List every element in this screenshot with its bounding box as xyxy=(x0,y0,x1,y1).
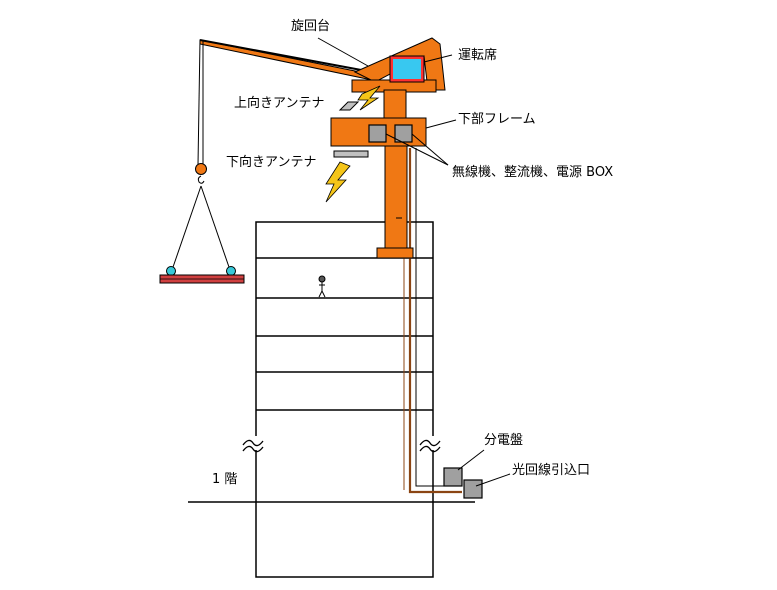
break-mark-right xyxy=(418,436,444,453)
cab-window xyxy=(393,59,421,79)
lightning-bolt-icon xyxy=(357,85,381,111)
leader-lines xyxy=(317,37,511,487)
crane-base xyxy=(376,247,414,259)
hook-icon xyxy=(197,175,205,184)
upper-mast xyxy=(383,89,407,121)
load-ball xyxy=(226,266,236,276)
tower-crane xyxy=(199,37,446,259)
lightning-bolt-icon xyxy=(325,161,351,203)
label-antenna-up: 上向きアンテナ xyxy=(234,95,324,111)
label-panel: 分電盤 xyxy=(484,433,523,448)
fiber-inlet-box xyxy=(463,479,483,499)
label-first-floor: 1 階 xyxy=(212,472,237,487)
rectifier-box xyxy=(394,124,413,143)
worker-figure-icon xyxy=(318,275,326,298)
label-fiber-inlet: 光回線引込口 xyxy=(512,462,590,478)
building-outline xyxy=(255,221,434,578)
antenna-down xyxy=(325,150,369,203)
crane-hook-load xyxy=(159,39,245,284)
antenna-up xyxy=(338,85,381,111)
load-ball xyxy=(166,266,176,276)
radio-box xyxy=(368,124,387,143)
crane-mast xyxy=(384,145,408,251)
label-turntable: 旋回台 xyxy=(291,19,330,34)
crane-jib xyxy=(199,39,373,81)
label-lower-frame: 下部フレーム xyxy=(458,112,536,127)
hook-block xyxy=(195,163,207,175)
label-antenna-down: 下向きアンテナ xyxy=(226,154,316,170)
break-mark-left xyxy=(241,436,267,453)
distribution-panel xyxy=(443,467,463,487)
label-equipment: 無線機、整流機、電源 BOX xyxy=(452,164,613,180)
label-cab: 運転席 xyxy=(458,47,497,63)
